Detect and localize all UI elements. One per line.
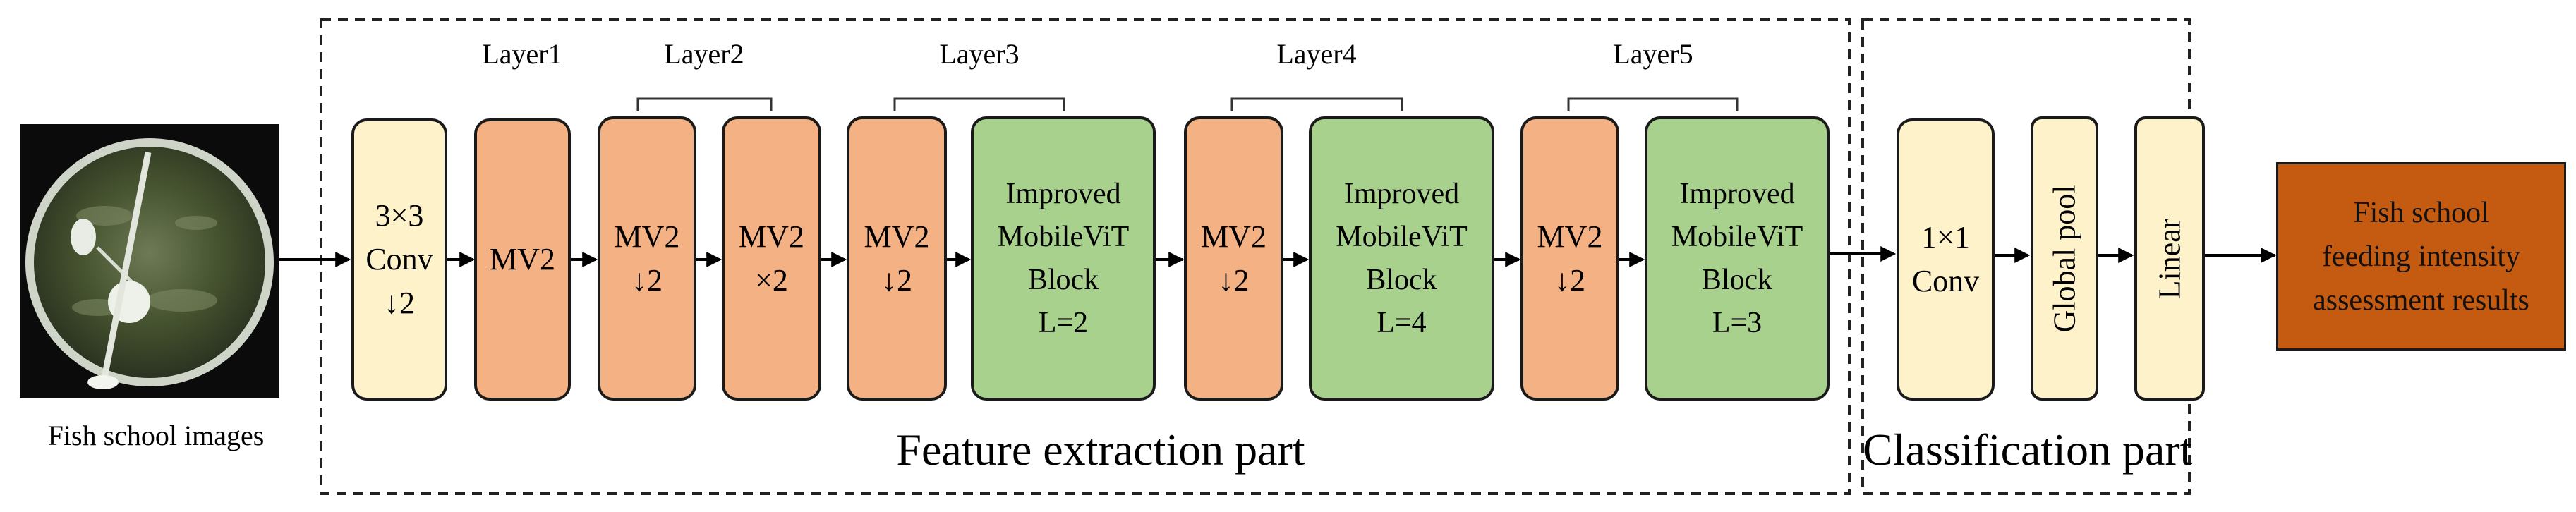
layer2-mv2-repeat-block: MV2 ×2	[722, 116, 821, 401]
layer4-label: Layer4	[1276, 38, 1357, 70]
layer2-mv2-down-label: MV2 ↓2	[614, 219, 680, 298]
conv3x3-label: 3×3 Conv ↓2	[365, 198, 433, 320]
input-caption: Fish school images	[47, 420, 265, 451]
feature-extraction-box	[320, 18, 1851, 495]
layer1-mv2-label: MV2	[490, 242, 555, 276]
layer3-vit-label: Improved MobileViT Block L=2	[997, 177, 1130, 339]
layer5-label: Layer5	[1613, 38, 1693, 70]
layer2-mv2-repeat-label: MV2 ×2	[739, 219, 804, 298]
layer4-vit-label: Improved MobileViT Block L=4	[1336, 177, 1468, 339]
output-results-label: Fish school feeding intensity assessment…	[2313, 196, 2529, 317]
feature-extraction-title: Feature extraction part	[896, 425, 1305, 475]
layer3-vit-block: Improved MobileViT Block L=2	[971, 116, 1156, 401]
layer1-mv2-block: MV2	[474, 118, 571, 401]
layer5-mv2-label: MV2 ↓2	[1537, 219, 1603, 298]
layer4-mv2-label: MV2 ↓2	[1201, 219, 1266, 298]
layer5-vit-label: Improved MobileViT Block L=3	[1671, 177, 1803, 339]
layer2-label: Layer2	[664, 38, 744, 70]
fish-school-image	[20, 124, 279, 398]
layer4-mv2-block: MV2 ↓2	[1184, 116, 1283, 401]
conv1x1-label: 1×1 Conv	[1911, 220, 1980, 298]
linear-block: Linear	[2134, 116, 2205, 401]
layer3-bracket	[893, 97, 1065, 111]
layer3-mv2-label: MV2 ↓2	[864, 219, 930, 298]
conv3x3-block: 3×3 Conv ↓2	[351, 118, 447, 401]
layer2-mv2-down-block: MV2 ↓2	[598, 116, 696, 401]
layer1-label: Layer1	[482, 38, 562, 70]
global-pool-label: Global pool	[2047, 185, 2082, 332]
layer2-bracket	[636, 97, 773, 111]
layer5-bracket	[1567, 97, 1739, 111]
layer4-vit-block: Improved MobileViT Block L=4	[1309, 116, 1494, 401]
conv1x1-block: 1×1 Conv	[1897, 118, 1995, 401]
global-pool-block: Global pool	[2031, 116, 2098, 401]
output-results-box: Fish school feeding intensity assessment…	[2276, 162, 2566, 351]
layer3-mv2-block: MV2 ↓2	[847, 116, 947, 401]
layer3-label: Layer3	[939, 38, 1020, 70]
linear-label: Linear	[2152, 218, 2187, 299]
layer4-bracket	[1230, 97, 1403, 111]
layer5-vit-block: Improved MobileViT Block L=3	[1645, 116, 1830, 401]
classification-title: Classification part	[1863, 425, 2193, 475]
layer5-mv2-block: MV2 ↓2	[1520, 116, 1619, 401]
